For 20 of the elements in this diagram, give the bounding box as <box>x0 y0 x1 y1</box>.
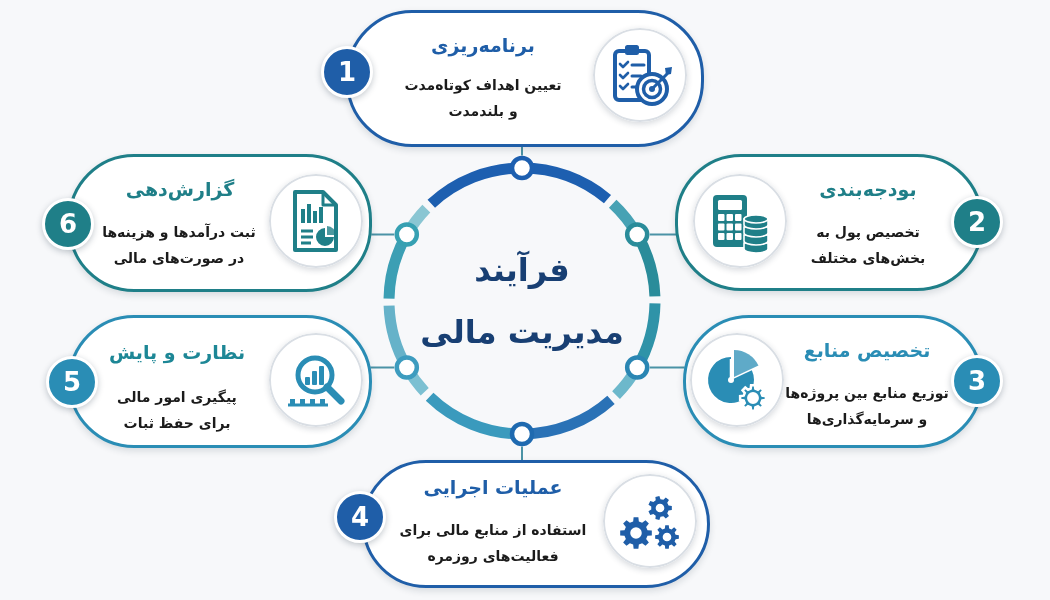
step-title: نظارت و پایش <box>108 340 246 366</box>
step-title: برنامه‌ریزی <box>431 33 535 59</box>
step-description: تعیین اهداف کوتاه‌مدت و بلندمدت <box>403 76 563 122</box>
step-title: تخصیص منابع <box>803 338 931 364</box>
connector-line <box>521 146 523 157</box>
step-title: گزارش‌دهی <box>125 177 235 203</box>
step-description: ثبت درآمدها و هزینه‌ها در صورت‌های مالی <box>101 222 257 269</box>
step-number-badge: 1 <box>321 46 373 98</box>
step-title: عملیات اجرایی <box>423 475 563 501</box>
step-number-badge: 3 <box>951 355 1003 407</box>
step-number-badge: 2 <box>951 196 1003 248</box>
step-number-badge: 6 <box>42 198 94 250</box>
connector-line <box>521 445 523 461</box>
step-number-badge: 4 <box>334 491 386 543</box>
step-description: توزیع منابع بین پروژه‌ها و سرمایه‌گذاری‌ها <box>784 384 950 430</box>
step-description: پیگیری امور مالی برای حفظ ثبات <box>116 388 238 434</box>
step-description: تخصیص پول به بخش‌های مختلف <box>809 223 927 268</box>
step-number-badge: 5 <box>46 356 98 408</box>
step-title: بودجه‌بندی <box>819 177 917 203</box>
step-description: استفاده از منابع مالی برای فعالیت‌های روزمره <box>398 521 588 567</box>
